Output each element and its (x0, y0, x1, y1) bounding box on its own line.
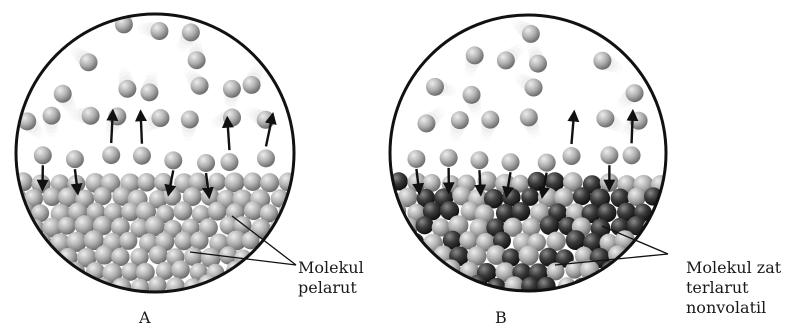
solvent-molecule (119, 232, 137, 250)
vapor-molecule (451, 111, 469, 129)
solvent-molecule (131, 279, 149, 297)
solvent-molecule (416, 247, 435, 266)
vapor-molecule (407, 150, 425, 168)
vapor-molecule (197, 154, 215, 172)
vapor-molecule (80, 53, 98, 71)
vapor-molecule (623, 146, 641, 164)
solvent-molecule (190, 231, 208, 249)
solvent-molecule (260, 173, 279, 192)
solvent-molecule (171, 260, 190, 279)
vapor-molecule (525, 79, 543, 97)
vapor-molecule (188, 51, 206, 69)
vapor-molecule (562, 147, 580, 165)
vapor-molecule (440, 149, 458, 167)
solvent-molecule (519, 245, 539, 265)
solvent-label-line-2: pelarut (298, 278, 364, 298)
solvent-molecule-label: Molekul pelarut (298, 258, 364, 298)
vapor-molecule (133, 147, 151, 165)
solvent-molecule (58, 217, 76, 235)
vapor-molecule (66, 150, 84, 168)
solute-label-line-2: terlarut (686, 278, 781, 298)
vapor-molecule (223, 109, 241, 127)
vapor-molecule (417, 114, 435, 132)
solvent-label-line-1: Molekul (298, 258, 364, 278)
solute-molecule (573, 187, 591, 205)
vapor-molecule (191, 77, 209, 95)
evaporation-arrow (632, 111, 633, 143)
solvent-molecule (137, 173, 156, 192)
solute-molecule (537, 277, 556, 296)
solvent-molecule (250, 246, 270, 266)
solvent-molecule (505, 276, 524, 295)
solvent-molecule (149, 245, 168, 264)
vapor-molecule (181, 110, 199, 128)
vapor-molecule (481, 111, 499, 129)
evaporation-arrow (141, 112, 142, 144)
solute-label-line-3: nonvolatil (686, 298, 781, 318)
vapor-molecule (522, 25, 540, 43)
vapor-molecule (223, 80, 241, 98)
vapor-molecule (497, 51, 515, 69)
vapor-molecule (257, 149, 275, 167)
panel-a-pure-solvent (8, 3, 306, 309)
solvent-molecule (173, 201, 192, 220)
solvent-molecule (224, 172, 244, 192)
vapor-molecule (54, 85, 72, 103)
vapor-molecule (108, 107, 126, 125)
solvent-molecule (43, 248, 61, 266)
vapor-molecule (243, 76, 261, 94)
solvent-molecule (95, 245, 114, 264)
vapor-molecule (538, 154, 556, 172)
vapor-molecule (470, 151, 488, 169)
solute-molecule-label: Molekul zat terlarut nonvolatil (686, 258, 781, 318)
vapor-molecule (150, 22, 168, 40)
vapor-molecule (82, 107, 100, 125)
vapor-molecule (151, 109, 169, 127)
solvent-molecule (93, 187, 111, 205)
vapor-molecule (34, 146, 52, 164)
condensation-arrow (479, 170, 480, 194)
panel-b-solution (381, 15, 673, 297)
solvent-molecule (166, 277, 185, 296)
panel-b-label: B (495, 308, 507, 328)
vapor-molecule (164, 151, 182, 169)
vapor-molecule (529, 55, 547, 73)
vapor-molecule (626, 84, 644, 102)
vapor-molecule (466, 46, 484, 64)
vapor-molecule (596, 109, 614, 127)
solute-label-line-1: Molekul zat (686, 258, 781, 278)
vapor-molecule (102, 146, 120, 164)
vapor-molecule (140, 83, 158, 101)
vapor-molecule (43, 107, 61, 125)
panel-b-liquid-molecules (381, 171, 673, 297)
solute-molecule (521, 277, 540, 296)
evaporation-arrow (111, 111, 113, 143)
solute-molecule (416, 216, 434, 234)
vapor-molecule (600, 146, 618, 164)
vapor-molecule (593, 52, 611, 70)
vapor-molecule (426, 78, 444, 96)
panel-a-label: A (139, 308, 151, 328)
solvent-molecule (243, 172, 261, 190)
vapor-molecule (463, 86, 481, 104)
vapor-molecule (520, 108, 538, 126)
vapor-molecule (502, 153, 520, 171)
vapor-molecule (220, 153, 238, 171)
vapor-molecule (118, 80, 136, 98)
